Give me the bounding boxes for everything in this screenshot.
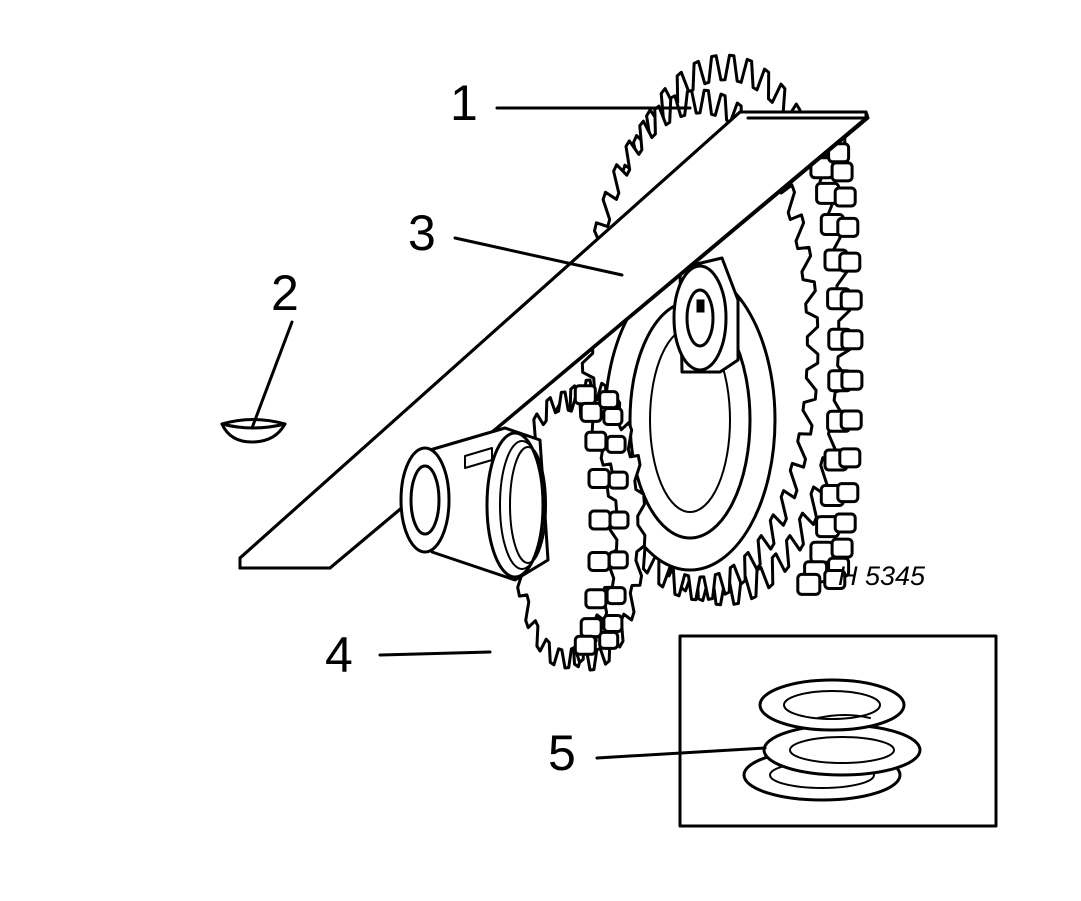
chain-roller	[588, 509, 612, 531]
chain-roller	[830, 537, 854, 559]
chain-roller	[823, 569, 847, 590]
chain-roller	[836, 216, 860, 238]
chain-roller	[838, 251, 862, 273]
leader-3	[453, 236, 624, 277]
leader-2	[250, 320, 294, 430]
callout-3: 3	[408, 205, 436, 261]
chain-roller	[602, 614, 624, 633]
chain-roller	[830, 161, 854, 183]
chain-roller	[836, 482, 860, 504]
chain-roller	[838, 447, 862, 469]
callout-5: 5	[548, 725, 576, 781]
leader-4	[378, 650, 492, 657]
leader-lines	[250, 106, 767, 760]
callout-4: 4	[325, 627, 353, 683]
chain-roller	[607, 550, 629, 570]
chain-roller	[584, 588, 608, 610]
straight-edge	[238, 110, 870, 570]
chain-roller	[579, 617, 603, 639]
leader-5	[595, 746, 767, 760]
chain-roller	[840, 329, 864, 351]
chain-roller	[584, 430, 608, 452]
chain-roller	[605, 586, 627, 606]
callout-2: 2	[271, 265, 299, 321]
chain-roller	[608, 510, 630, 530]
chain-roller	[839, 289, 863, 311]
chain-roller	[579, 401, 603, 423]
chain-roller	[839, 409, 863, 431]
chain-roller	[598, 390, 620, 410]
chain-roller	[602, 407, 624, 426]
shaft-stub	[399, 426, 550, 582]
chain-roller	[796, 572, 822, 596]
chain-roller	[840, 369, 864, 391]
drawing-code: H 5345	[838, 561, 926, 591]
chain-roller	[833, 186, 857, 208]
chain-roller	[573, 384, 597, 406]
chain-roller	[607, 470, 629, 490]
chain-roller	[573, 634, 597, 656]
chain-roller	[605, 434, 627, 454]
chain-roller	[833, 512, 857, 534]
chain-roller	[587, 551, 611, 572]
shims-inset	[678, 634, 998, 828]
chain-roller	[587, 468, 611, 489]
callout-1: 1	[450, 75, 478, 131]
chain-roller	[598, 630, 620, 650]
